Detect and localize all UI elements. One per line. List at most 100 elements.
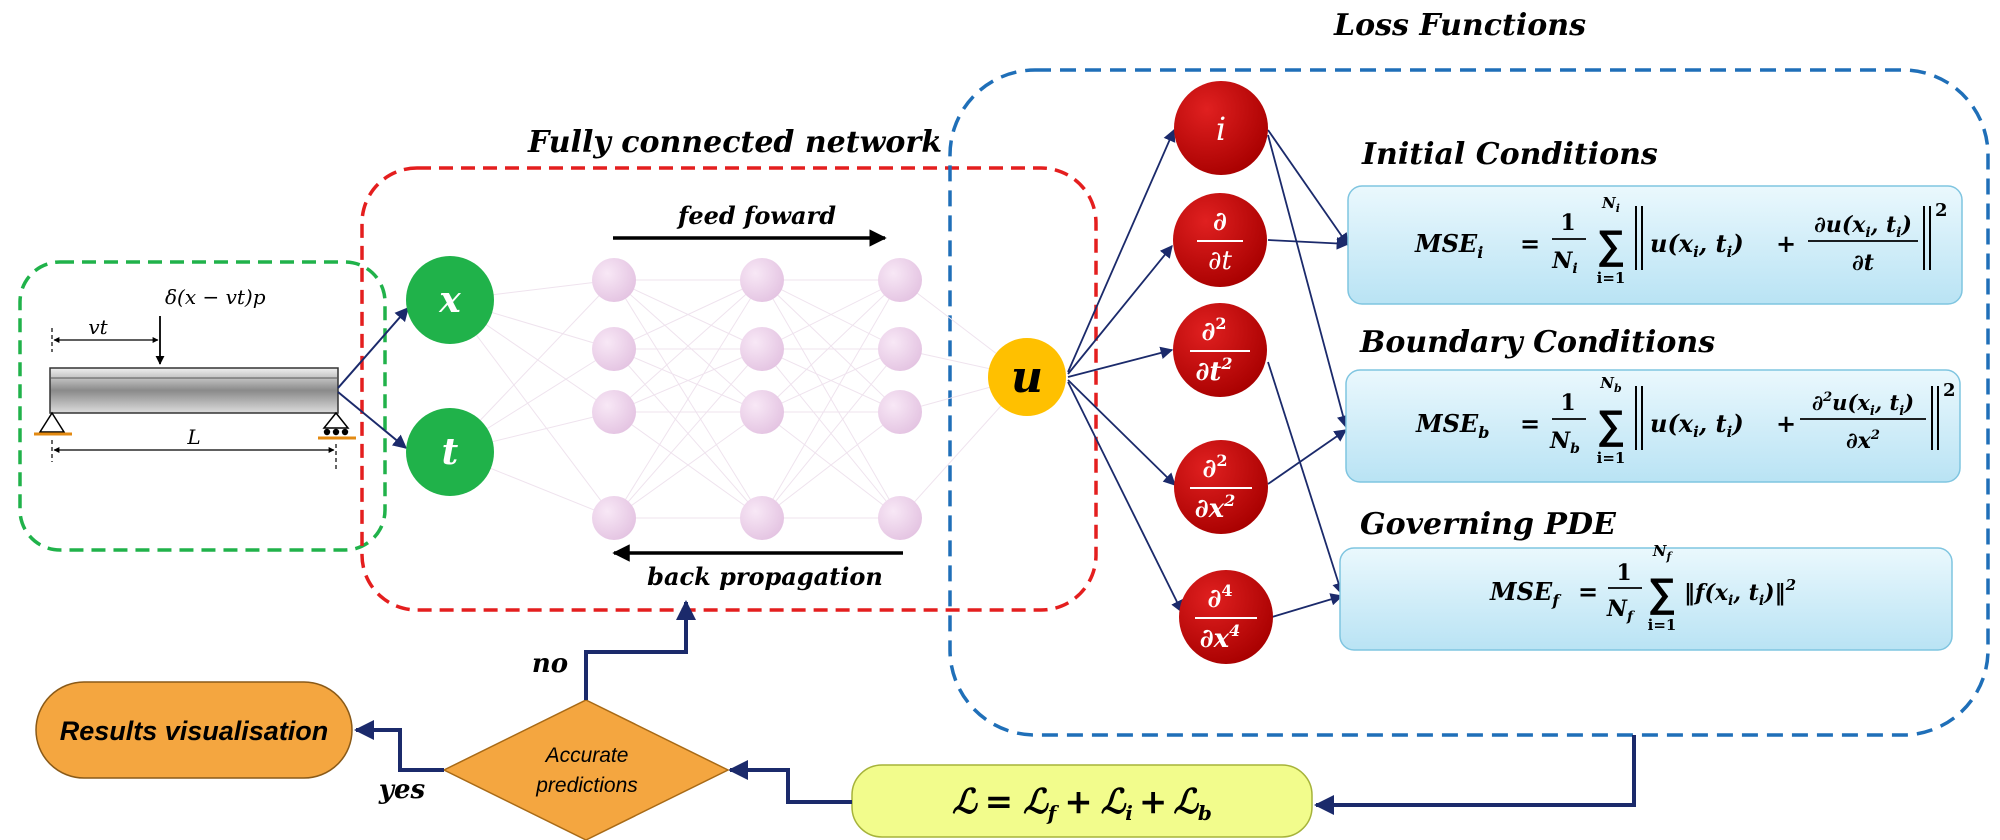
- governing-pde-equation: MSEf = 1 Nf Nf ∑ i=1 ‖f(xi, ti)‖2: [1489, 542, 1796, 634]
- boundary-sum-sign: ∑: [1597, 403, 1626, 447]
- hidden-neuron: [878, 390, 922, 434]
- total-loss-equals: =: [985, 782, 1014, 822]
- operator-d-dt-denominator: ∂t: [1208, 246, 1232, 276]
- svg-text:∂u(xi, ti): ∂u(xi, ti): [1814, 212, 1912, 241]
- operator-d4-dx4-numerator-exp: 4: [1221, 581, 1232, 600]
- svg-text:Nf: Nf: [1652, 542, 1674, 563]
- svg-text:Nb: Nb: [1599, 374, 1622, 395]
- hidden-neuron: [592, 258, 636, 302]
- beam-sketch: δ(x − vt)p vt L: [34, 285, 356, 470]
- boundary-frac-num-c: ): [1903, 390, 1914, 415]
- pde-lhs: MSE: [1489, 577, 1553, 606]
- boundary-sum-top-sub: b: [1614, 382, 1622, 395]
- pde-lhs-sub: f: [1551, 591, 1562, 610]
- svg-text:∂t2: ∂t2: [1195, 354, 1232, 387]
- input-node-t: [406, 408, 494, 496]
- feed-forward-label: feed foward: [676, 201, 836, 230]
- boundary-frac-num-b: , t: [1874, 390, 1900, 415]
- pde-termc: )‖: [1763, 580, 1785, 606]
- initial-frac-num-c: ): [1901, 212, 1912, 238]
- boundary-conditions-title: Boundary Conditions: [1359, 325, 1715, 360]
- input-node-x-label: x: [438, 279, 461, 321]
- total-loss-t1-sub: f: [1046, 801, 1060, 825]
- svg-text:Ni: Ni: [1551, 248, 1577, 277]
- network-connection: [761, 279, 901, 413]
- decision-diamond: [442, 699, 730, 840]
- operator-d2-dx2-denominator-exp: 2: [1223, 491, 1235, 510]
- pde-termb: , t: [1732, 580, 1758, 606]
- roller-wheel: [341, 428, 349, 436]
- governing-pde-box: [1339, 547, 1953, 651]
- results-label: Results visualisation: [60, 716, 329, 746]
- operator-arrows: [1067, 128, 1350, 618]
- operator-d4-dx4-denominator-exp: 4: [1229, 621, 1240, 640]
- length-label: L: [186, 425, 200, 449]
- boundary-term1b: , t: [1698, 409, 1727, 438]
- initial-lhs: MSE: [1414, 229, 1478, 258]
- no-label: no: [532, 649, 568, 679]
- boundary-lhs-sub: b: [1478, 423, 1489, 442]
- svg-text:∂2: ∂2: [1202, 451, 1227, 484]
- pde-sum-top: N: [1652, 542, 1668, 560]
- network-connection: [613, 279, 763, 519]
- boundary-power: 2: [1943, 380, 1956, 401]
- boundary-term1c: ): [1731, 409, 1743, 438]
- operator-d2-dx2-denominator: ∂x: [1195, 494, 1225, 524]
- initial-frac-num-b: , t: [1870, 212, 1896, 238]
- back-propagation-label: back propagation: [647, 562, 883, 591]
- hidden-neuron: [592, 496, 636, 540]
- input-node-x: [406, 256, 494, 344]
- initial-term1: u(x: [1650, 229, 1694, 258]
- yes-branch-arrow: [354, 720, 444, 772]
- svg-text:‖f(xi, ti)‖2: ‖f(xi, ti)‖2: [1684, 576, 1796, 609]
- no-branch-arrow: [584, 600, 696, 700]
- total-loss-t1: ℒ: [1023, 782, 1049, 822]
- pde-coef-den: N: [1606, 596, 1628, 622]
- loss-functions-title: Loss Functions: [1333, 8, 1586, 43]
- input-node-t-label: t: [442, 431, 459, 473]
- svg-text:Ni: Ni: [1601, 194, 1620, 215]
- svg-text:∂2: ∂2: [1201, 314, 1226, 347]
- pde-sum-bottom: i=1: [1648, 616, 1677, 634]
- total-to-decision-arrow: [728, 760, 852, 804]
- initial-conditions-title: Initial Conditions: [1361, 137, 1658, 172]
- operator-identity-label: i: [1216, 110, 1226, 148]
- initial-equals: =: [1520, 229, 1540, 258]
- svg-text:∂2u(xi, ti): ∂2u(xi, ti): [1812, 390, 1914, 419]
- operator-d4-dx4: ∂4 ∂x4: [1179, 570, 1273, 664]
- initial-plus: +: [1776, 229, 1796, 258]
- boundary-frac-den: ∂x: [1846, 428, 1872, 454]
- boundary-equals: =: [1520, 409, 1540, 438]
- beam-to-x-arrow: [337, 306, 409, 389]
- initial-lhs-sub: i: [1477, 243, 1483, 262]
- operator-d4-dx4-denominator: ∂x: [1200, 624, 1230, 654]
- hidden-neurons: [592, 258, 922, 540]
- svg-text:MSEb: MSEb: [1415, 409, 1489, 442]
- operator-d2-dx2-numerator: ∂: [1202, 454, 1216, 484]
- svg-text:∂x2: ∂x2: [1195, 491, 1236, 524]
- pde-term: ‖f(x: [1684, 580, 1729, 606]
- pde-sum-sign: ∑: [1648, 571, 1677, 615]
- svg-text:∂x4: ∂x4: [1200, 621, 1241, 654]
- network-connection: [613, 279, 763, 350]
- hidden-neuron: [592, 327, 636, 371]
- hidden-neuron: [878, 496, 922, 540]
- output-node-u: [988, 338, 1066, 416]
- initial-sum-top: N: [1601, 194, 1617, 212]
- operator-d2-dx2-numerator-exp: 2: [1216, 451, 1227, 470]
- boundary-term1: u(x: [1650, 409, 1694, 438]
- roller-wheel: [332, 428, 340, 436]
- network-connection: [761, 279, 901, 350]
- initial-frac-num: ∂u(x: [1814, 212, 1866, 238]
- total-loss-t2-sub: i: [1125, 801, 1133, 825]
- network-connection: [761, 279, 901, 519]
- total-loss-lhs: ℒ: [952, 782, 978, 822]
- initial-frac-den: ∂t: [1852, 250, 1874, 276]
- network-connection: [613, 348, 763, 519]
- network-connection: [761, 348, 901, 413]
- total-loss-t3: ℒ: [1173, 782, 1199, 822]
- decision-line1: Accurate: [544, 744, 629, 767]
- network-connections: [449, 279, 1028, 519]
- governing-pde-title: Governing PDE: [1360, 507, 1617, 542]
- pin-support: [38, 411, 66, 433]
